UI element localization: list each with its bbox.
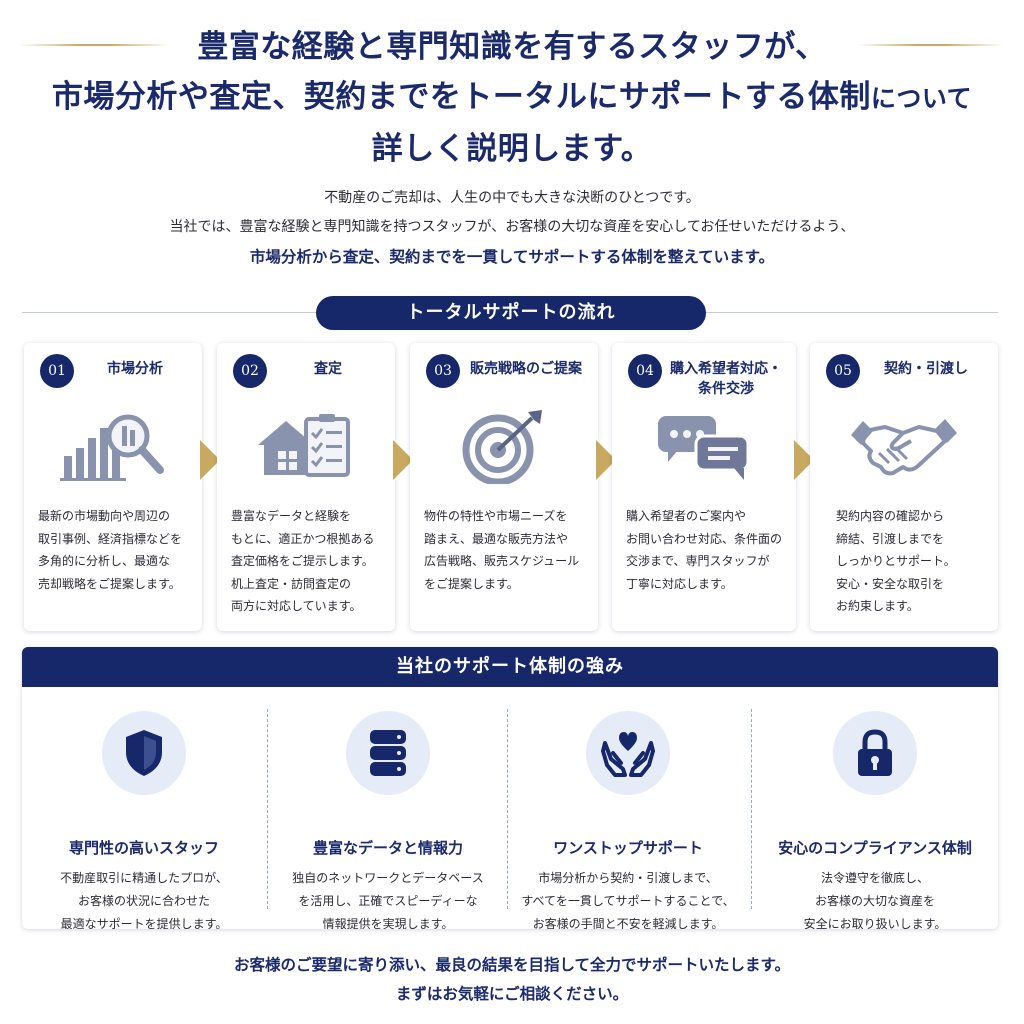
headline-line-1: 豊富な経験と専門知識を有するスタッフが、 xyxy=(197,29,827,65)
handshake-icon xyxy=(810,403,998,488)
flow-arrow-3 xyxy=(596,440,616,480)
bar-chart-magnifier-icon xyxy=(24,403,202,488)
strength-title: 安心のコンプライアンス体制 xyxy=(778,839,972,857)
strength-description: 不動産取引に精通したプロが、 お客様の状況に合わせた 最適なサポートを提供します… xyxy=(60,871,228,929)
strength-title: ワンストップサポート xyxy=(553,839,703,857)
strength-description: 市場分析から契約・引渡しまで、 すべてを一貫してサポートすることで、 お客様の手… xyxy=(521,871,735,929)
gold-rule-left xyxy=(20,44,170,46)
flow-step-04: 04 購入希望者対応・ 条件交渉 購入希望者のご案内や お問い合わせ対応、条件面… xyxy=(612,343,796,631)
strength-description: 独自のネットワークとデータベース を活用し、正確でスピーディーな 情報提供を実現… xyxy=(292,871,484,929)
step-description: 購入希望者のご案内や お問い合わせ対応、条件面の 交渉まで、専門スタッフが 丁寧… xyxy=(626,509,783,591)
strength-item-compliance: 安心のコンプライアンス体制 法令遵守を徹底し、 お客様の大切な資産を 安全にお取… xyxy=(752,687,998,929)
strengths-panel: 当社のサポート体制の強み 専門性の高いスタッフ 不動産取引に精通したプロが、 お… xyxy=(22,647,998,929)
strength-item-data-information: 豊富なデータと情報力 独自のネットワークとデータベース を活用し、正確でスピーデ… xyxy=(268,687,508,929)
step-description: 物件の特性や市場ニーズを 踏まえ、最適な販売方法や 広告戦略、販売スケジュール … xyxy=(424,509,580,591)
intro-line-2: 当社では、豊富な経験と専門知識を持つスタッフが、お客様の大切な資産を安心してお任… xyxy=(169,219,855,235)
step-description: 最新の市場動向や周辺の 取引事例、経済指標などを 多角的に分析し、最適な 売却戦… xyxy=(38,509,183,591)
strength-divider-2 xyxy=(507,709,508,909)
strength-title: 豊富なデータと情報力 xyxy=(312,839,463,857)
step-number: 03 xyxy=(426,354,460,388)
headline: 豊富な経験と専門知識を有するスタッフが、 市場分析や査定、契約までをトータルにサ… xyxy=(0,22,1024,174)
flow-step-05: 05 契約・引渡し 契約内容の確認から 締結、引渡しまでを しっかりとサポート。… xyxy=(810,343,998,631)
shield-icon xyxy=(102,711,186,795)
step-description: 契約内容の確認から 締結、引渡しまでを しっかりとサポート。 安心・安全な取引を… xyxy=(836,509,956,613)
flow-arrow-2 xyxy=(393,440,413,480)
step-number: 01 xyxy=(40,354,74,388)
flow-section-title: トータルサポートの流れ xyxy=(316,296,706,330)
flow-arrow-4 xyxy=(794,440,814,480)
headline-line-2: 市場分析や査定、契約までをトータルにサポートする体制について xyxy=(51,79,973,115)
flow-arrow-1 xyxy=(200,440,220,480)
strength-item-one-stop: ワンストップサポート 市場分析から契約・引渡しまで、 すべてを一貫してサポートす… xyxy=(506,687,750,929)
intro-highlight: 市場分析から査定、契約までを一貫してサポートする体制を整えています。 xyxy=(249,247,775,266)
strength-divider-1 xyxy=(267,709,268,909)
flow-step-01: 01 市場分析 最新の市場動向や周辺の 取引事例、経済指標などを 多角的に分析し… xyxy=(24,343,202,631)
flow-step-03: 03 販売戦略のご提案 物件の特性や市場ニーズを 踏まえ、最適な販売方法や 広告… xyxy=(410,343,598,631)
step-number: 05 xyxy=(826,354,860,388)
database-icon xyxy=(346,711,430,795)
step-title: 購入希望者対応・ 条件交渉 xyxy=(670,361,782,397)
step-number: 02 xyxy=(233,354,267,388)
step-description: 豊富なデータと経験を もとに、適正かつ根拠ある 査定価格をご提示します。 机上査… xyxy=(231,509,375,613)
closing-line-2: まずはお気軽にご相談ください。 xyxy=(395,984,629,1003)
closing-message: お客様のご要望に寄り添い、最良の結果を目指して全力でサポートいたします。 まずは… xyxy=(0,950,1024,1008)
target-arrow-icon xyxy=(410,403,598,488)
strength-description: 法令遵守を徹底し、 お客様の大切な資産を 安全にお取り扱いします。 xyxy=(803,871,947,929)
hands-heart-icon xyxy=(586,711,670,795)
strength-item-expert-staff: 専門性の高いスタッフ 不動産取引に精通したプロが、 お客様の状況に合わせた 最適… xyxy=(22,687,266,929)
flow-step-02: 02 査定 豊富なデータと経験を もとに、適正かつ根拠ある 査定価格をご提示しま… xyxy=(217,343,395,631)
step-number: 04 xyxy=(628,354,662,388)
strengths-section-title: 当社のサポート体制の強み xyxy=(22,647,998,687)
padlock-icon xyxy=(833,711,917,795)
house-checklist-icon xyxy=(217,403,395,488)
step-title: 契約・引渡し xyxy=(884,361,968,377)
chat-bubbles-icon xyxy=(612,403,796,488)
intro-text: 不動産のご売却は、人生の中でも大きな決断のひとつです。 当社では、豊富な経験と専… xyxy=(0,184,1024,271)
strength-divider-3 xyxy=(751,709,752,909)
step-title: 査定 xyxy=(314,361,342,377)
closing-line-1: お客様のご要望に寄り添い、最良の結果を目指して全力でサポートいたします。 xyxy=(234,955,790,974)
headline-line-3: 詳しく説明します。 xyxy=(371,131,653,167)
gold-rule-right xyxy=(858,44,1003,46)
strength-title: 専門性の高いスタッフ xyxy=(68,839,219,857)
intro-line-1: 不動産のご売却は、人生の中でも大きな決断のひとつです。 xyxy=(324,190,700,206)
step-title: 販売戦略のご提案 xyxy=(470,361,582,377)
step-title: 市場分析 xyxy=(107,361,163,377)
